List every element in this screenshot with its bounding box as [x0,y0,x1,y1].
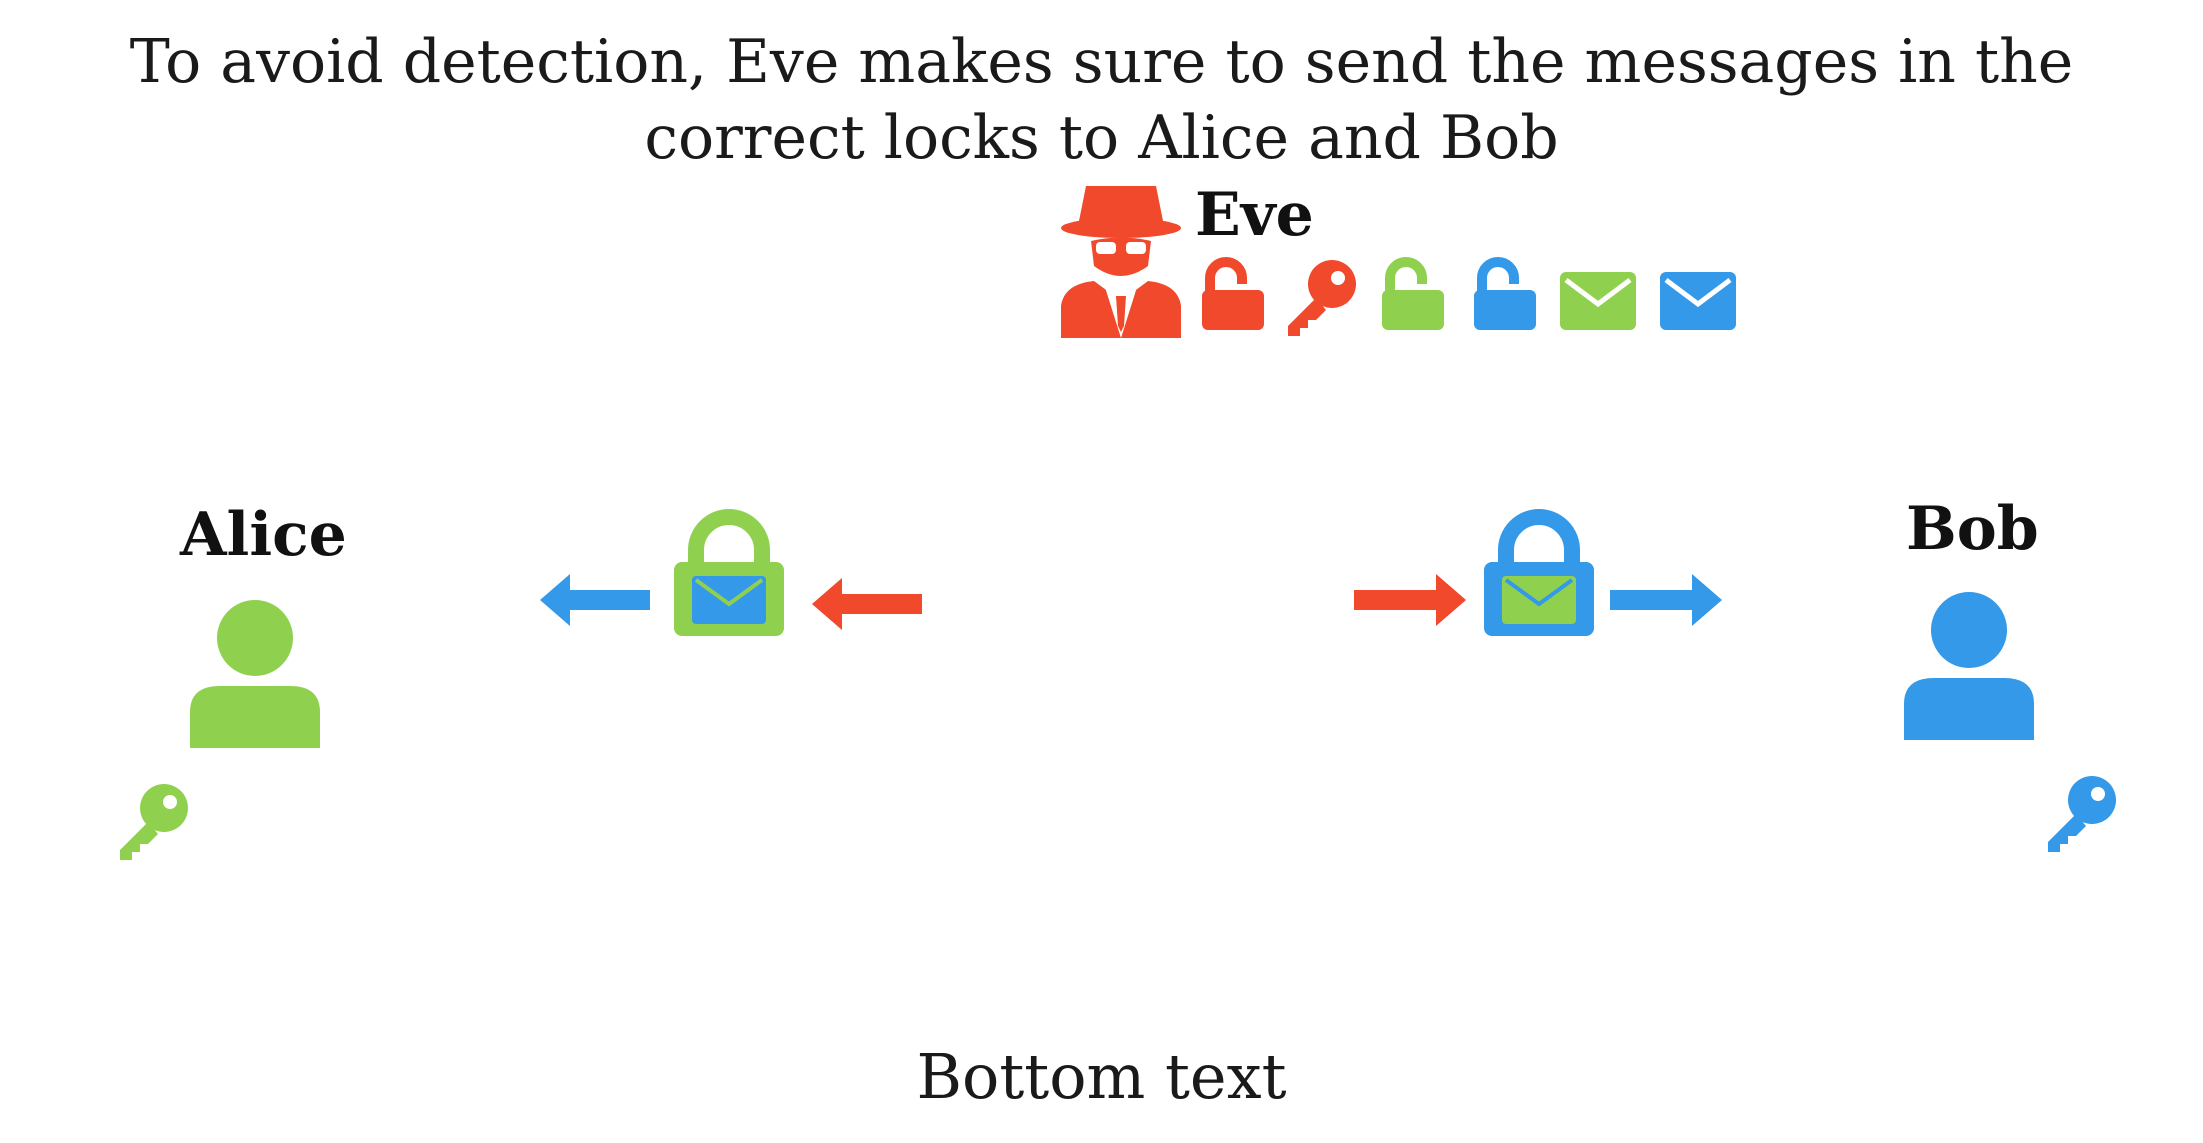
red-arrow-right-icon [1354,574,1466,626]
eve-name: Eve [1195,180,1314,250]
green-lock-with-blue-envelope-icon [674,509,784,636]
envelope-green-icon [1560,272,1636,330]
bob-person-icon [1904,592,2034,740]
bob-name: Bob [1906,494,2039,564]
envelope-blue-icon [1660,272,1736,330]
blue-lock-with-green-envelope-icon [1484,509,1594,636]
unlocked-lock-blue-icon [1474,257,1536,330]
red-arrow-left-icon [812,578,922,630]
blue-arrow-right-icon [1610,574,1722,626]
alice-name: Alice [180,500,347,570]
key-red-icon [1288,260,1356,336]
title: To avoid detection, Eve makes sure to se… [129,27,2074,173]
alice-person-icon [190,600,320,748]
footer-text: Bottom text [916,1040,1287,1113]
spy-icon [1061,186,1181,338]
bob-key-icon [2048,776,2116,852]
unlocked-lock-red-icon [1202,257,1264,330]
blue-arrow-left-icon [540,574,650,626]
alice-key-icon [120,784,188,860]
unlocked-lock-green-icon [1382,257,1444,330]
